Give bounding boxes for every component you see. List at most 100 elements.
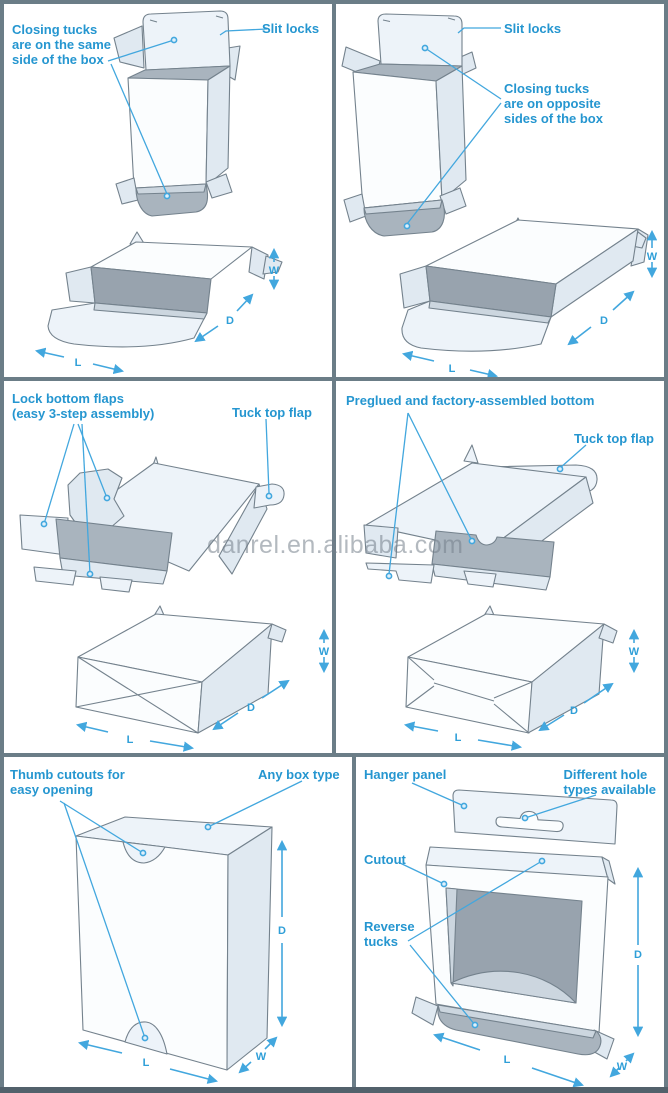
svg-text:L: L: [449, 363, 456, 375]
unfolded-box-drawing: [363, 444, 598, 591]
dimension-w: W: [268, 247, 280, 291]
svg-text:D: D: [570, 705, 578, 717]
label-line: tucks: [364, 934, 398, 949]
label-hole-types: Different hole types available: [564, 767, 657, 797]
dimension-d: D: [276, 839, 288, 1028]
svg-text:W: W: [319, 646, 330, 658]
open-box-drawing: [113, 10, 241, 217]
svg-text:L: L: [143, 1057, 150, 1069]
label-tuck-top-flap: Tuck top flap: [574, 431, 654, 446]
open-box-drawing: [341, 13, 477, 237]
svg-text:W: W: [647, 251, 658, 263]
preglued-bottom-illustration: W D L: [363, 412, 640, 751]
svg-text:D: D: [247, 702, 255, 714]
dimension-l: L: [433, 1032, 584, 1087]
flat-box-drawing: [399, 217, 649, 352]
svg-text:D: D: [278, 925, 286, 937]
label-line: Thumb cutouts for: [10, 767, 125, 782]
dimension-w: W: [318, 628, 330, 674]
dimension-l: L: [401, 350, 499, 377]
svg-text:W: W: [629, 646, 640, 658]
leader-lines: [403, 27, 502, 230]
svg-text:D: D: [634, 949, 642, 961]
label-line: Slit locks: [504, 21, 562, 36]
label-any-box-type: Any box type: [258, 767, 340, 782]
leader-lines: [399, 782, 597, 1029]
label-cutout: Cutout: [364, 852, 406, 867]
label-line: Tuck top flap: [574, 431, 654, 446]
unfolded-box-drawing: [19, 456, 285, 593]
dimension-w: W: [628, 628, 640, 674]
svg-text:W: W: [617, 1061, 628, 1073]
dimension-l: L: [77, 1039, 219, 1084]
dimension-l: L: [403, 721, 523, 751]
label-hanger-panel: Hanger panel: [364, 767, 446, 782]
label-line: are on opposite: [504, 96, 601, 111]
leader-lines: [40, 418, 273, 578]
dimension-d: D: [632, 866, 644, 1038]
svg-text:L: L: [504, 1054, 511, 1066]
tuck-end-opposite-sides-illustration: W D L: [341, 13, 658, 377]
dimension-d: D: [567, 290, 635, 346]
panel-hanger: D L W Hanger panel Different hole types …: [356, 757, 664, 1087]
label-line: sides of the box: [504, 111, 603, 126]
box-drawing: [411, 789, 618, 1060]
watermark-text: danrel.en.alibaba.com: [207, 531, 464, 559]
label-tuck-top-flap: Tuck top flap: [232, 405, 312, 420]
flat-box-drawing: [405, 605, 618, 734]
label-line: types available: [563, 782, 657, 797]
dimension-d: D: [538, 682, 614, 732]
dimension-w: W: [646, 229, 658, 279]
leader-lines: [107, 28, 268, 200]
label-lock-bottom-flaps: Lock bottom flaps (easy 3-step assembly): [12, 391, 154, 421]
svg-text:W: W: [269, 265, 280, 277]
label-reverse-tucks: Reverse tucks: [364, 919, 415, 949]
label-line: Hanger panel: [364, 767, 447, 782]
tuck-end-same-side-illustration: W D L: [34, 10, 283, 375]
label-closing-tucks: Closing tucks are on opposite sides of t…: [504, 81, 603, 126]
label-slit-locks: Slit locks: [504, 21, 561, 36]
label-thumb-cutouts: Thumb cutouts for easy opening: [10, 767, 125, 797]
svg-text:D: D: [226, 315, 234, 327]
label-line: Different hole: [563, 767, 648, 782]
label-closing-tucks: Closing tucks are on the same side of th…: [12, 22, 111, 67]
label-line: Closing tucks: [12, 22, 98, 37]
label-line: Any box type: [258, 767, 340, 782]
label-line: Reverse: [364, 919, 415, 934]
label-slit-locks: Slit locks: [262, 21, 319, 36]
label-line: (easy 3-step assembly): [12, 406, 155, 421]
lock-bottom-illustration: W D L: [19, 418, 330, 752]
dimension-w: W: [609, 1052, 635, 1078]
dimension-l: L: [34, 347, 125, 375]
label-line: Tuck top flap: [232, 405, 312, 420]
flat-box-drawing: [47, 231, 283, 348]
svg-text:D: D: [600, 315, 608, 327]
panel-thumb-cutouts: D L W Thumb cutouts for easy opening Any…: [4, 757, 352, 1087]
panel-tuck-end-same-side: W D L Closing tucks are on the same side…: [4, 4, 332, 377]
label-line: Lock bottom flaps: [12, 391, 124, 406]
box-drawing: [75, 816, 273, 1071]
label-line: are on the same: [12, 37, 111, 52]
svg-text:L: L: [455, 732, 462, 744]
dimension-d: D: [212, 679, 290, 731]
dimension-l: L: [75, 721, 195, 752]
dimension-d: D: [194, 293, 254, 343]
leader-lines: [385, 412, 587, 580]
svg-text:W: W: [256, 1051, 267, 1063]
panel-lock-bottom: W D L Lock bottom flaps (easy 3-step ass…: [4, 381, 332, 753]
thumb-cutouts-illustration: D L W: [59, 780, 303, 1084]
label-line: Preglued and factory-assembled bottom: [346, 393, 595, 408]
hanger-box-illustration: D L W: [399, 782, 644, 1087]
svg-text:L: L: [75, 357, 82, 369]
label-line: Closing tucks: [504, 81, 590, 96]
label-line: easy opening: [10, 782, 94, 797]
panel-preglued-bottom: W D L Preglued and factory-assembled bot…: [336, 381, 664, 753]
label-line: side of the box: [12, 52, 104, 67]
dimension-w: W: [238, 1036, 278, 1074]
flat-box-drawing: [75, 605, 287, 734]
label-line: Slit locks: [262, 21, 320, 36]
label-preglued-bottom: Preglued and factory-assembled bottom: [346, 393, 595, 408]
label-line: Cutout: [364, 852, 406, 867]
svg-text:L: L: [127, 734, 134, 746]
